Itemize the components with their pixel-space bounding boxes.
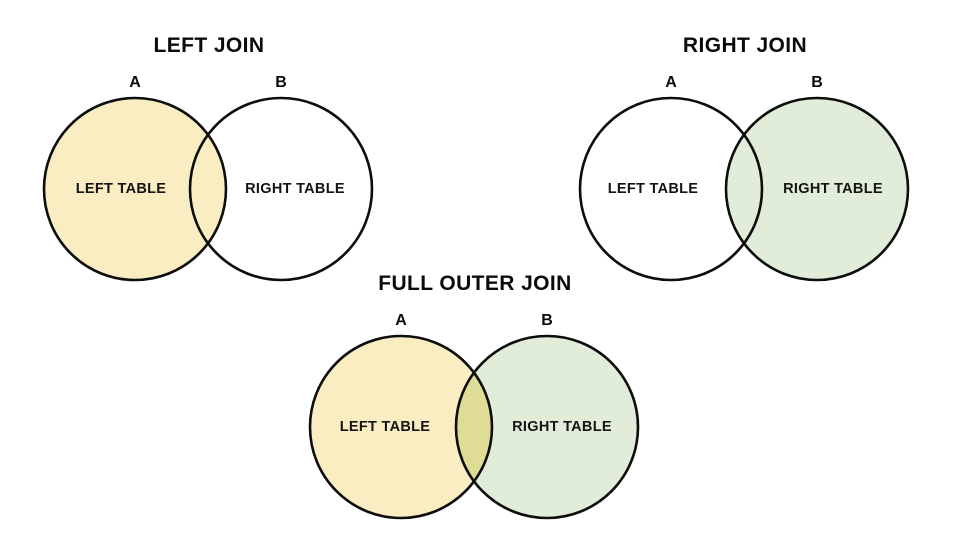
- venn-circle-right-right-join: [726, 98, 908, 280]
- set-label-b-full-outer-join: B: [541, 312, 553, 329]
- venn-svg-full-outer-join: [308, 334, 640, 520]
- venn-circle-right-full-outer-join: [456, 336, 638, 518]
- venn-svg-right-join: [578, 96, 910, 282]
- venn-circle-left-outline-right-join: [578, 96, 764, 282]
- diagram-title-full-outer-join: FULL OUTER JOIN: [378, 272, 572, 295]
- set-label-b-right-join: B: [811, 74, 823, 91]
- venn-circle-right-outline-right-join: [724, 96, 910, 282]
- venn-circle-left-left-join: [44, 98, 226, 280]
- venn-svg-left-join: [42, 96, 374, 282]
- diagram-full-outer-join: FULL OUTER JOIN A B LEFT TABLE RIGHT TAB…: [308, 272, 640, 534]
- venn-circle-left-outline-left-join: [42, 96, 228, 282]
- diagram-title-right-join: RIGHT JOIN: [682, 34, 808, 57]
- venn-circle-right-outline-full-outer-join: [454, 334, 640, 520]
- venn-circle-right-outline-left-join: [188, 96, 374, 282]
- set-label-a-left-join: A: [129, 74, 141, 91]
- set-label-a-right-join: A: [665, 74, 677, 91]
- set-label-a-full-outer-join: A: [395, 312, 407, 329]
- diagram-right-join: RIGHT JOIN A B LEFT TABLE RIGHT TABLE: [578, 34, 910, 284]
- venn-circle-left-outline-full-outer-join: [308, 334, 494, 520]
- venn-circle-left-full-outer-join: [310, 336, 492, 518]
- diagram-left-join: LEFT JOIN A B LEFT TABLE RIGHT TABLE: [42, 34, 374, 284]
- diagram-title-left-join: LEFT JOIN: [153, 34, 265, 57]
- set-label-b-left-join: B: [275, 74, 287, 91]
